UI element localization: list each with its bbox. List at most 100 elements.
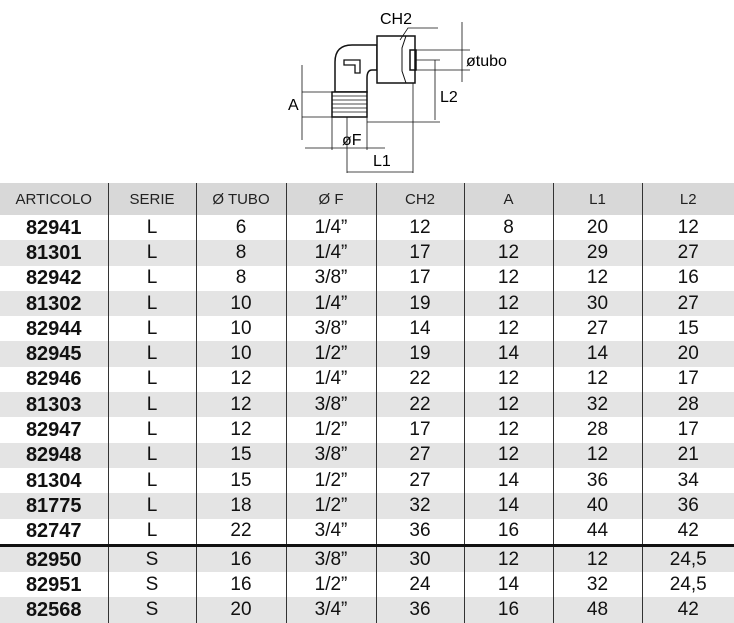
table-cell: 1/2” xyxy=(285,572,376,598)
table-cell: L xyxy=(107,366,196,393)
table-cell: 32 xyxy=(552,572,642,598)
table-cell: 27 xyxy=(641,290,734,317)
table-cell: 12 xyxy=(375,215,464,241)
elbow-fitting-diagram: CH2 øtubo A L2 øF L1 xyxy=(288,11,507,173)
table-cell: 36 xyxy=(641,493,734,519)
table-cell: 36 xyxy=(552,467,642,494)
table-cell: 22 xyxy=(195,518,286,546)
table-cell: 15 xyxy=(195,467,286,494)
table-cell: L xyxy=(107,316,196,342)
table-cell: L xyxy=(107,392,196,418)
table-cell: 17 xyxy=(375,265,464,291)
table-cell: L xyxy=(107,341,196,367)
column-header: Ø F xyxy=(285,183,376,215)
table-cell: L xyxy=(107,518,196,546)
article-code: 81303 xyxy=(0,392,108,418)
table-cell: 12 xyxy=(552,366,642,393)
table-cell: 30 xyxy=(552,290,642,317)
table-cell: 1/4” xyxy=(285,290,376,317)
article-code: 82948 xyxy=(0,442,108,468)
column-header: L1 xyxy=(552,183,642,215)
article-code: 82945 xyxy=(0,341,108,367)
article-code: 82947 xyxy=(25,419,82,442)
table-cell: 3/8” xyxy=(285,265,376,291)
table-cell: L xyxy=(107,290,196,317)
table-cell: 16 xyxy=(463,597,553,623)
table-cell: 42 xyxy=(641,597,734,623)
table-cell: 15 xyxy=(641,316,734,342)
table-cell: 12 xyxy=(463,290,553,317)
table-cell: 30 xyxy=(375,543,464,573)
table-cell: L xyxy=(107,265,196,291)
table-cell: 36 xyxy=(375,597,464,623)
table-cell: 17 xyxy=(375,417,464,443)
table-cell: 36 xyxy=(375,518,464,546)
table-cell: 3/8” xyxy=(285,543,376,573)
article-code: 82942 xyxy=(25,267,82,290)
column-header: SERIE xyxy=(107,183,196,215)
article-code: 82568 xyxy=(0,597,108,623)
table-cell: 16 xyxy=(195,572,286,598)
table-cell: 12 xyxy=(463,240,553,266)
table-cell: 12 xyxy=(552,265,642,291)
column-header: Ø TUBO xyxy=(195,183,286,215)
table-cell: 12 xyxy=(552,543,642,573)
table-cell: 22 xyxy=(375,366,464,393)
table-cell: 12 xyxy=(195,392,286,418)
table-cell: 17 xyxy=(641,366,734,393)
table-cell: 16 xyxy=(641,265,734,291)
table-cell: 20 xyxy=(195,597,286,623)
table-cell: 6 xyxy=(195,215,286,241)
table-cell: 12 xyxy=(195,417,286,443)
table-cell: 28 xyxy=(552,417,642,443)
table-cell: 3/8” xyxy=(285,442,376,468)
table-cell: 32 xyxy=(375,493,464,519)
table-cell: 19 xyxy=(375,341,464,367)
table-cell: 15 xyxy=(195,442,286,468)
table-cell: 27 xyxy=(375,467,464,494)
table-cell: 16 xyxy=(463,518,553,546)
table-cell: 12 xyxy=(463,366,553,393)
table-cell: 29 xyxy=(552,240,642,266)
table-cell: 12 xyxy=(463,442,553,468)
table-cell: 27 xyxy=(552,316,642,342)
label-l2: L2 xyxy=(440,89,458,106)
table-cell: L xyxy=(107,493,196,519)
table-cell: 1/2” xyxy=(285,467,376,494)
table-cell: 12 xyxy=(463,543,553,573)
table-cell: 14 xyxy=(463,493,553,519)
table-cell: 14 xyxy=(463,467,553,494)
label-l1: L1 xyxy=(373,153,391,170)
article-code: 82951 xyxy=(25,573,82,596)
column-header: A xyxy=(463,183,553,215)
article-code: 81302 xyxy=(0,290,108,317)
table-cell: L xyxy=(107,240,196,266)
table-cell: 22 xyxy=(375,392,464,418)
table-cell: 8 xyxy=(463,215,553,241)
table-cell: 24 xyxy=(375,572,464,598)
table-cell: 28 xyxy=(641,392,734,418)
table-cell: 12 xyxy=(463,316,553,342)
table-cell: 1/4” xyxy=(285,215,376,241)
table-cell: 40 xyxy=(552,493,642,519)
table-cell: 27 xyxy=(641,240,734,266)
label-f: øF xyxy=(342,132,362,149)
table-cell: 1/2” xyxy=(285,341,376,367)
article-code: 82747 xyxy=(25,520,82,543)
column-header: ARTICOLO xyxy=(0,183,108,215)
table-cell: S xyxy=(107,597,196,623)
article-code: 81301 xyxy=(0,240,108,266)
table-cell: 8 xyxy=(195,240,286,266)
